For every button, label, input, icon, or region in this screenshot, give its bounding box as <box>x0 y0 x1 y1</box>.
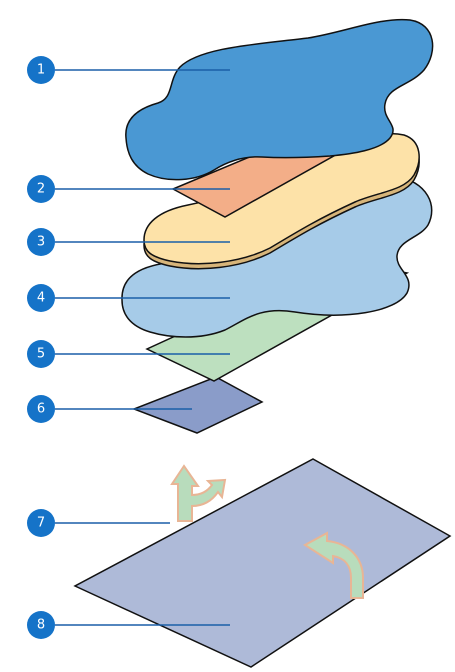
callout-circle <box>27 395 55 423</box>
callout-1: 1 <box>27 56 55 84</box>
layer-6-small-square <box>131 376 264 434</box>
callout-circle <box>27 340 55 368</box>
callout-number: 6 <box>37 402 45 417</box>
callout-number: 7 <box>37 516 45 531</box>
leader-lines <box>55 69 230 626</box>
callout-8: 8 <box>27 611 55 639</box>
callout-number: 3 <box>37 235 45 250</box>
callout-circle <box>27 56 55 84</box>
callout-5: 5 <box>27 340 55 368</box>
callout-number: 2 <box>37 182 45 197</box>
callout-number: 1 <box>37 63 45 78</box>
callout-circle <box>27 228 55 256</box>
peel-arrow-right-icon <box>303 531 364 599</box>
callout-2: 2 <box>27 175 55 203</box>
callout-7: 7 <box>27 509 55 537</box>
callout-number: 8 <box>37 618 45 633</box>
layer-1-top-sheet <box>125 18 434 181</box>
callout-4: 4 <box>27 284 55 312</box>
layer-8-release-paper <box>73 458 452 668</box>
peel-arrow-left-icon <box>170 464 227 522</box>
callout-circle <box>27 611 55 639</box>
layer-7-peel-arrows <box>170 464 364 599</box>
callout-3: 3 <box>27 228 55 256</box>
callout-number: 4 <box>37 291 45 306</box>
callout-circle <box>27 175 55 203</box>
callout-6: 6 <box>27 395 55 423</box>
callout-circle <box>27 509 55 537</box>
callout-number: 5 <box>37 347 45 362</box>
callout-circle <box>27 284 55 312</box>
